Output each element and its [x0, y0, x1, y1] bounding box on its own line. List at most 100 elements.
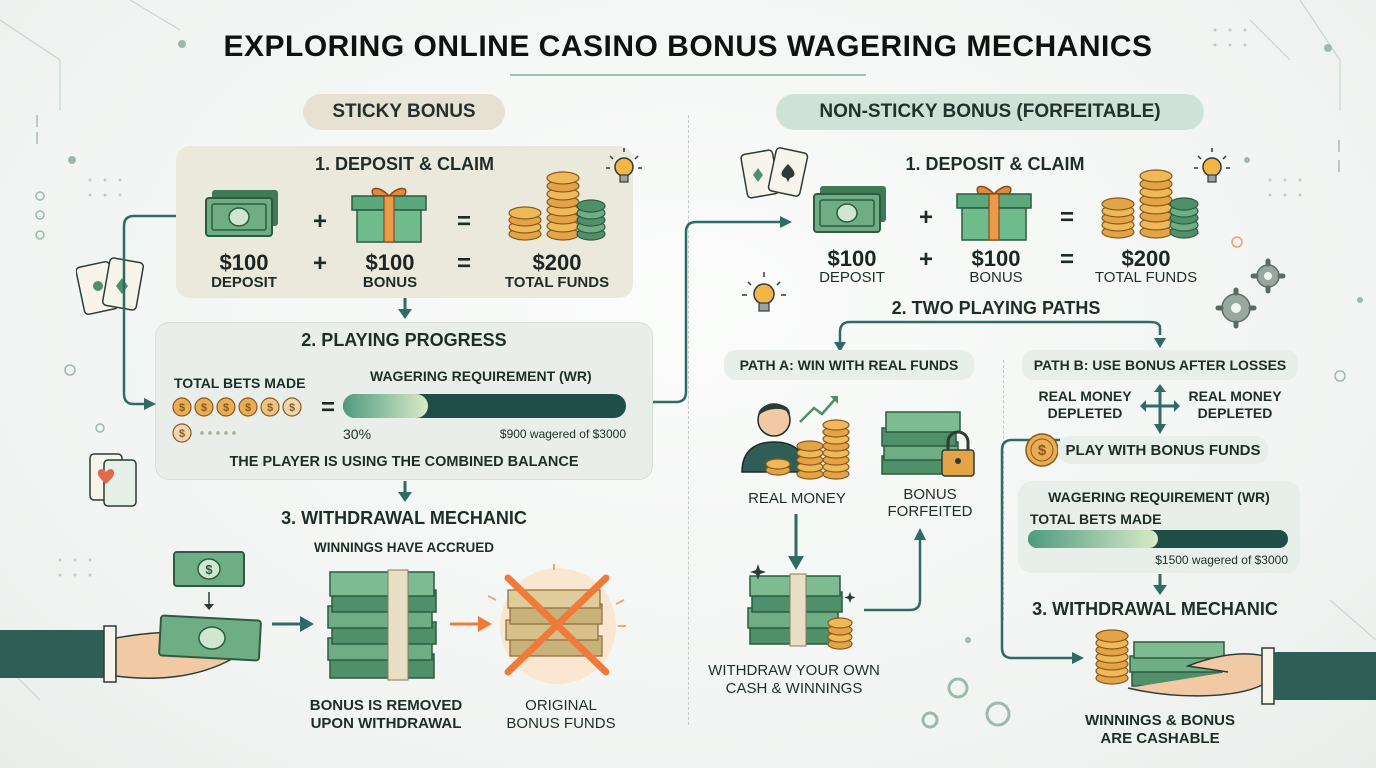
real-money-depleted-left-1: REAL MONEY [1038, 388, 1132, 404]
equals-sign: = [1059, 246, 1074, 273]
plus-sign: + [918, 204, 933, 231]
wagering-progress-fill [343, 394, 428, 418]
svg-text:$: $ [223, 402, 229, 414]
arrow-down-icon [398, 481, 412, 502]
equals-sign: = [1059, 204, 1074, 231]
gear-icon [921, 677, 1011, 729]
money-stack-icon [327, 569, 437, 681]
coin-row-icon: $ $ $ $ $ $ $ [172, 397, 302, 443]
hand-receiving-cash-icon [1095, 629, 1376, 705]
money-stack-icon [747, 564, 856, 650]
cash-bill-icon [205, 190, 278, 237]
equals-sign: = [456, 208, 471, 235]
bonus-forfeited-label-1: BONUS [903, 486, 957, 503]
deposit-label: DEPOSIT [211, 274, 277, 291]
bonus-removed-caption-1: BONUS IS REMOVED [309, 697, 463, 714]
sticky-step3-heading: 3. WITHDRAWAL MECHANIC [281, 508, 527, 528]
arrow-down-icon [788, 514, 804, 570]
coin-icon: $ [1025, 433, 1059, 467]
arrow-down-icon [1153, 574, 1167, 595]
title-underline [510, 74, 866, 76]
svg-text:$: $ [179, 402, 185, 414]
path-b-total-bets-label: TOTAL BETS MADE [1030, 511, 1162, 527]
withdraw-own-cash-2: CASH & WINNINGS [725, 680, 863, 697]
lightbulb-icon [742, 272, 786, 312]
arrow-right-icon [272, 616, 314, 632]
equals-sign: = [456, 250, 471, 277]
plus-sign: + [918, 246, 933, 273]
combined-balance-note: THE PLAYER IS USING THE COMBINED BALANCE [229, 454, 579, 470]
total-funds-label: TOTAL FUNDS [1094, 269, 1198, 286]
total-funds-amount: $200 [532, 250, 582, 275]
cash-bill-icon [813, 186, 886, 233]
real-money-depleted-right-2: DEPLETED [1197, 405, 1273, 421]
playing-cards-icon [89, 453, 137, 507]
path-divider [1003, 360, 1004, 620]
path-b-wr-label: WAGERING REQUIREMENT (WR) [1048, 489, 1270, 505]
sticky-step2-heading: 2. PLAYING PROGRESS [301, 330, 507, 350]
gift-box-icon [351, 187, 427, 243]
path-b-wagered-text: $1500 wagered of $3000 [1155, 553, 1288, 567]
nonsticky-bonus-label: NON-STICKY BONUS (FORFEITABLE) [776, 94, 1204, 130]
winnings-accrued-label: WINNINGS HAVE ACCRUED [313, 540, 494, 555]
deposit-label: DEPOSIT [819, 269, 885, 286]
path-b-progress-fill [1028, 530, 1158, 548]
play-with-bonus-label: PLAY WITH BONUS FUNDS [1058, 436, 1268, 464]
original-bonus-caption-1: ORIGINAL [525, 697, 597, 714]
wagering-progress-bar [343, 394, 626, 418]
arrow-up-connector [864, 528, 926, 612]
coin-stack-icon [508, 171, 606, 241]
svg-text:$: $ [245, 402, 251, 414]
withdraw-own-cash-1: WITHDRAW YOUR OWN [708, 662, 880, 679]
path-b-wagering-panel [1018, 481, 1300, 573]
two-paths-heading: 2. TWO PLAYING PATHS [891, 298, 1101, 318]
real-money-depleted-left-2: DEPLETED [1047, 405, 1123, 421]
lightbulb-icon [606, 148, 642, 183]
real-money-depleted-right-1: REAL MONEY [1188, 388, 1282, 404]
plus-sign: + [312, 208, 327, 235]
arrow-right-icon [450, 616, 492, 632]
path-b-progress-bar [1028, 530, 1288, 548]
progress-percent: 30% [343, 426, 372, 442]
svg-text:$: $ [179, 428, 185, 440]
playing-cards-icon [740, 147, 809, 199]
lightbulb-icon [1194, 148, 1230, 183]
sticky-bonus-label: STICKY BONUS [303, 94, 505, 130]
hand-with-cash-icon: $ [0, 551, 262, 683]
coin-stack-icon [1101, 169, 1199, 239]
cross-arrows-icon [1140, 384, 1180, 434]
bonus-forfeited-label-2: FORFEITED [887, 503, 973, 520]
gear-icon [1215, 258, 1286, 329]
nonsticky-step1-heading: 1. DEPOSIT & CLAIM [905, 154, 1085, 174]
player-with-coins-icon [741, 396, 850, 480]
sticky-step1-heading: 1. DEPOSIT & CLAIM [314, 154, 494, 174]
svg-text:$: $ [289, 402, 295, 414]
bonus-amount: $100 [971, 246, 1021, 271]
svg-text:$: $ [205, 562, 213, 577]
cashable-caption-1: WINNINGS & BONUS [1085, 712, 1235, 729]
svg-text:$: $ [1038, 442, 1047, 459]
bonus-amount: $100 [365, 250, 415, 275]
cashable-caption-2: ARE CASHABLE [1100, 730, 1220, 747]
deposit-amount: $100 [827, 246, 877, 271]
bonus-label: BONUS [362, 274, 418, 291]
path-b-label: PATH B: USE BONUS AFTER LOSSES [1022, 350, 1298, 380]
total-funds-amount: $200 [1121, 246, 1171, 271]
forfeited-bonus-icon [488, 564, 626, 684]
locked-cash-icon [881, 411, 975, 477]
path-a-label: PATH A: WIN WITH REAL FUNDS [724, 350, 974, 380]
bonus-label: BONUS [969, 269, 1023, 286]
svg-text:$: $ [201, 402, 207, 414]
section-divider [688, 115, 689, 725]
gift-box-icon [956, 185, 1032, 241]
arrow-down-icon [398, 298, 412, 319]
real-money-label: REAL MONEY [748, 490, 846, 507]
equals-sign: = [320, 394, 335, 421]
total-bets-label: TOTAL BETS MADE [174, 375, 306, 391]
bonus-removed-caption-2: UPON WITHDRAWAL [310, 715, 462, 732]
page-title: EXPLORING ONLINE CASINO BONUS WAGERING M… [223, 30, 1153, 63]
deposit-amount: $100 [219, 250, 269, 275]
svg-text:$: $ [267, 402, 273, 414]
